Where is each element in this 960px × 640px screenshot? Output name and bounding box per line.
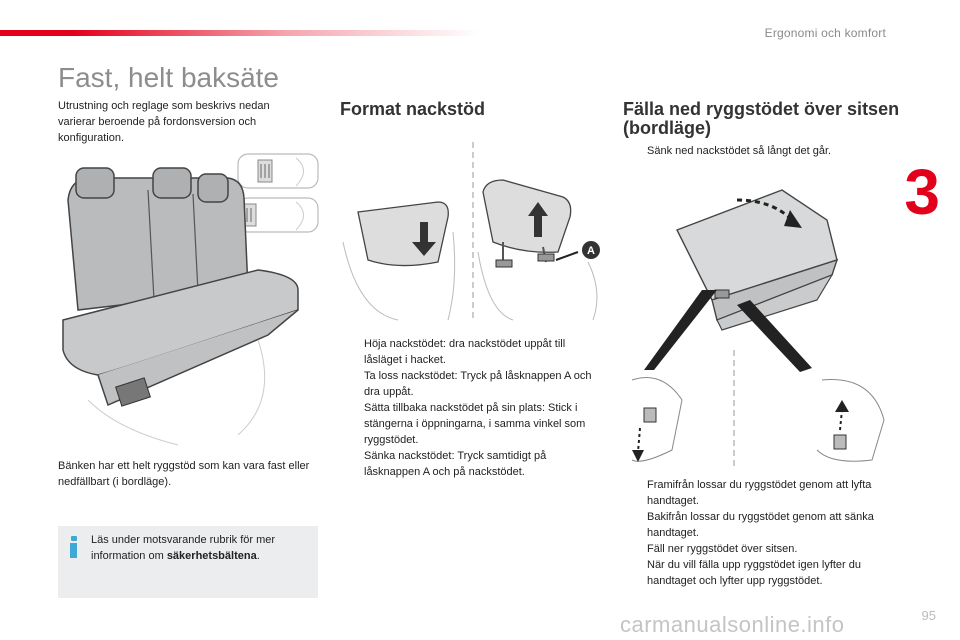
fold-seat-illustration — [622, 180, 887, 470]
headrest-illustration: A — [338, 142, 608, 322]
list-item: Bakifrån lossar du ryggstödet genom att … — [647, 511, 874, 539]
page-number: 95 — [921, 608, 936, 623]
list-item: Ta loss nackstödet: Tryck på låsknappen … — [364, 370, 592, 398]
heading-format-headrest: Format nackstöd — [340, 99, 486, 119]
label-a-marker: A — [587, 245, 595, 257]
bench-caption: Bänken har ett helt ryggstöd som kan var… — [58, 460, 310, 488]
chapter-number: 3 — [904, 156, 940, 228]
intro-text: Utrustning och reglage som beskrivs neda… — [58, 100, 270, 144]
heading-fold-backrest: Fälla ned ryggstödet över sitsen (bordlä… — [623, 99, 900, 138]
list-item: Fäll ner ryggstödet över sitsen. — [647, 543, 798, 555]
page-title: Fast, helt baksäte — [58, 62, 280, 93]
info-box: Läs under motsvarande rubrik för mer inf… — [58, 526, 318, 598]
watermark: carmanualsonline.info — [620, 612, 845, 637]
bench-seat-illustration — [58, 160, 308, 450]
list-item: Höja nackstödet: dra nackstödet uppåt ti… — [364, 338, 566, 366]
list-item: Framifrån lossar du ryggstödet genom att… — [647, 479, 872, 507]
list-item: Sätta tillbaka nackstödet på sin plats: … — [364, 402, 586, 446]
info-text: Läs under motsvarande rubrik för mer inf… — [91, 534, 276, 562]
format-instructions-list: Höja nackstödet: dra nackstödet uppåt ti… — [341, 336, 603, 480]
header-accent-bar — [0, 30, 480, 36]
list-item: Sänka nackstödet: Tryck samtidigt på lås… — [364, 450, 547, 478]
section-header: Ergonomi och komfort — [764, 26, 886, 40]
list-item: När du vill fälla upp ryggstödet igen ly… — [647, 559, 862, 587]
info-link-safety-belts: säkerhetsbältena — [166, 550, 257, 562]
info-icon — [68, 536, 80, 558]
fold-prep-list: Sänk ned nackstödet så långt det går. — [624, 143, 914, 159]
fold-instructions-list: Framifrån lossar du ryggstödet genom att… — [624, 477, 886, 589]
vehicle-plan-diagram — [236, 150, 326, 240]
list-item: Sänk ned nackstödet så långt det går. — [647, 145, 832, 157]
